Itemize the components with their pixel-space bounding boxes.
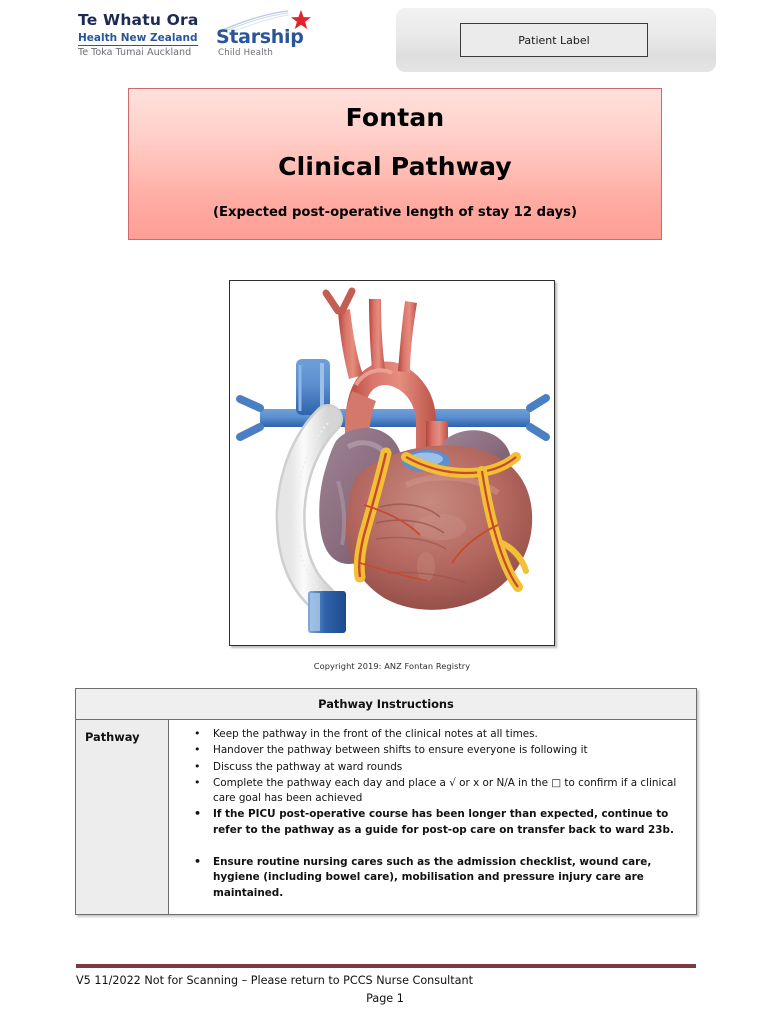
table-row-label: Pathway <box>85 730 140 744</box>
table-header-title: Pathway Instructions <box>318 697 454 711</box>
list-item: Discuss the pathway at ward rounds <box>169 759 684 775</box>
page-title-line2: Clinical Pathway <box>278 152 512 181</box>
extracardiac-conduit-icon <box>275 404 343 614</box>
swoosh-icon <box>217 10 311 34</box>
title-banner: Fontan Clinical Pathway (Expected post-o… <box>128 88 662 240</box>
list-item: If the PICU post-operative course has be… <box>169 806 684 838</box>
list-item: Handover the pathway between shifts to e… <box>169 742 684 758</box>
te-whatu-ora-logo-main: Te Whatu Ora <box>78 11 199 29</box>
table-row-label-cell: Pathway <box>76 720 169 914</box>
patient-label-text: Patient Label <box>518 33 590 47</box>
table-row: Pathway Keep the pathway in the front of… <box>76 720 696 914</box>
list-item: Ensure routine nursing cares such as the… <box>169 854 684 901</box>
footer-page-number: Page 1 <box>366 992 404 1005</box>
patient-label-panel: Patient Label <box>396 8 716 72</box>
heart-anatomy-figure <box>229 280 555 646</box>
instructions-bullet-list: Keep the pathway in the front of the cli… <box>169 726 684 901</box>
starship-logo-sub: Child Health <box>218 48 274 58</box>
footer-divider <box>76 964 696 968</box>
pulmonary-vessels-icon <box>236 359 550 441</box>
heart-diagram-svg <box>230 281 552 643</box>
page-title-line1: Fontan <box>345 103 445 132</box>
inferior-vena-cava-icon <box>308 591 346 633</box>
te-whatu-ora-logo: Te Whatu Ora Health New Zealand Te Toka … <box>78 12 218 60</box>
list-item: Keep the pathway in the front of the cli… <box>169 726 684 742</box>
coronary-arteries-icon <box>353 447 529 592</box>
list-item: Complete the pathway each day and place … <box>169 775 684 807</box>
starship-logo-name: Starship <box>216 26 304 48</box>
pathway-instructions-table: Pathway Instructions Pathway Keep the pa… <box>75 688 697 915</box>
star-icon <box>291 10 311 29</box>
te-whatu-ora-logo-sub2: Te Toka Tumai Auckland <box>78 47 192 59</box>
figure-caption: Copyright 2019: ANZ Fontan Registry <box>313 661 471 671</box>
table-row-content-cell: Keep the pathway in the front of the cli… <box>169 720 696 914</box>
patient-label-box[interactable]: Patient Label <box>460 23 648 57</box>
page-title-subtitle: (Expected post-operative length of stay … <box>212 205 578 220</box>
te-whatu-ora-logo-sub: Health New Zealand <box>78 32 198 47</box>
starship-logo: Starship Child Health <box>216 8 326 60</box>
footer-version-text: V5 11/2022 Not for Scanning – Please ret… <box>76 974 474 987</box>
page-header: Te Whatu Ora Health New Zealand Te Toka … <box>0 0 770 80</box>
table-header-row: Pathway Instructions <box>76 689 696 720</box>
